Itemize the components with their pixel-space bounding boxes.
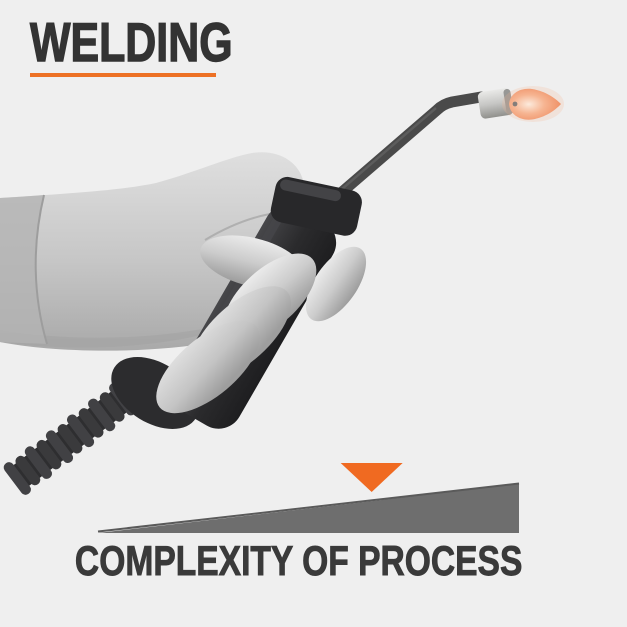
scale-label: COMPLEXITY OF PROCESS (75, 537, 523, 584)
scale-marker-icon (340, 463, 403, 492)
finger (305, 246, 367, 322)
title-underline (30, 73, 216, 77)
torch-tube (336, 91, 487, 198)
scale-label-wrap: COMPLEXITY OF PROCESS (0, 537, 598, 584)
fingers (156, 246, 367, 414)
complexity-scale (97, 463, 520, 533)
finger (156, 320, 260, 414)
flame-icon (502, 86, 564, 122)
page-title: WELDING (29, 11, 233, 73)
